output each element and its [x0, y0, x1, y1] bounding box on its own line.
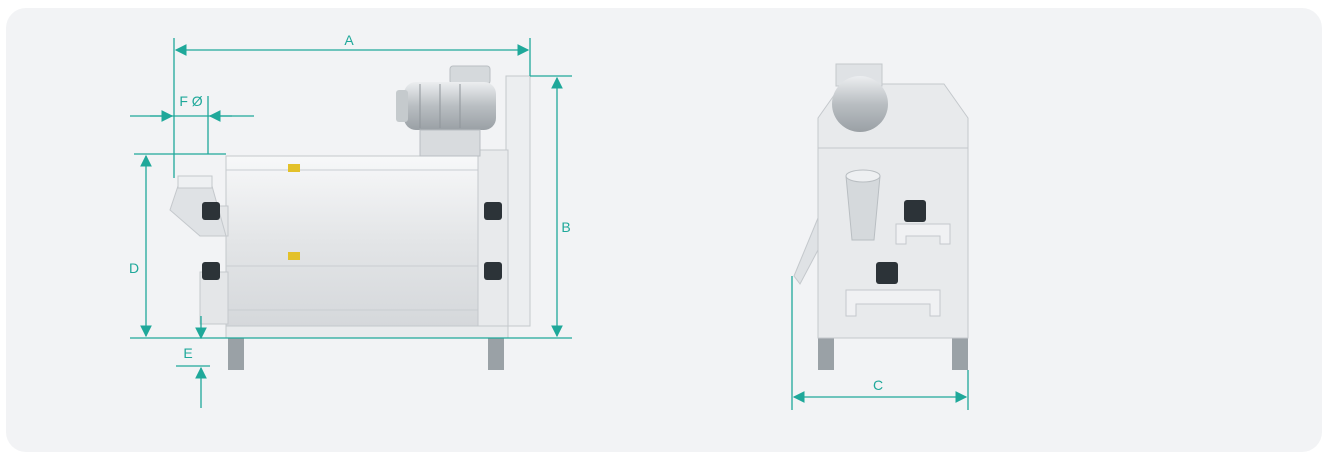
leg — [952, 338, 968, 370]
leg — [488, 338, 504, 370]
bearing — [484, 262, 502, 280]
motor — [396, 65, 496, 157]
bearing — [876, 262, 898, 284]
bearing — [484, 202, 502, 220]
dimension-e-label: E — [183, 345, 192, 361]
dimension-lines — [130, 38, 969, 410]
dimension-f-label: F Ø — [179, 93, 202, 109]
side-panel — [505, 75, 531, 327]
leg — [228, 338, 244, 370]
leg — [818, 338, 834, 370]
dimension-c-label: C — [873, 377, 883, 393]
bearing — [202, 262, 220, 280]
bearing — [202, 202, 220, 220]
machine-front-view — [793, 63, 969, 370]
motor — [832, 76, 888, 132]
machine-side-view — [169, 65, 531, 370]
dimension-d-label: D — [129, 260, 139, 276]
dimension-b-label: B — [561, 219, 570, 235]
sieve-drum — [225, 155, 481, 327]
dimension-a-label: A — [344, 32, 354, 48]
bearing — [904, 200, 926, 222]
